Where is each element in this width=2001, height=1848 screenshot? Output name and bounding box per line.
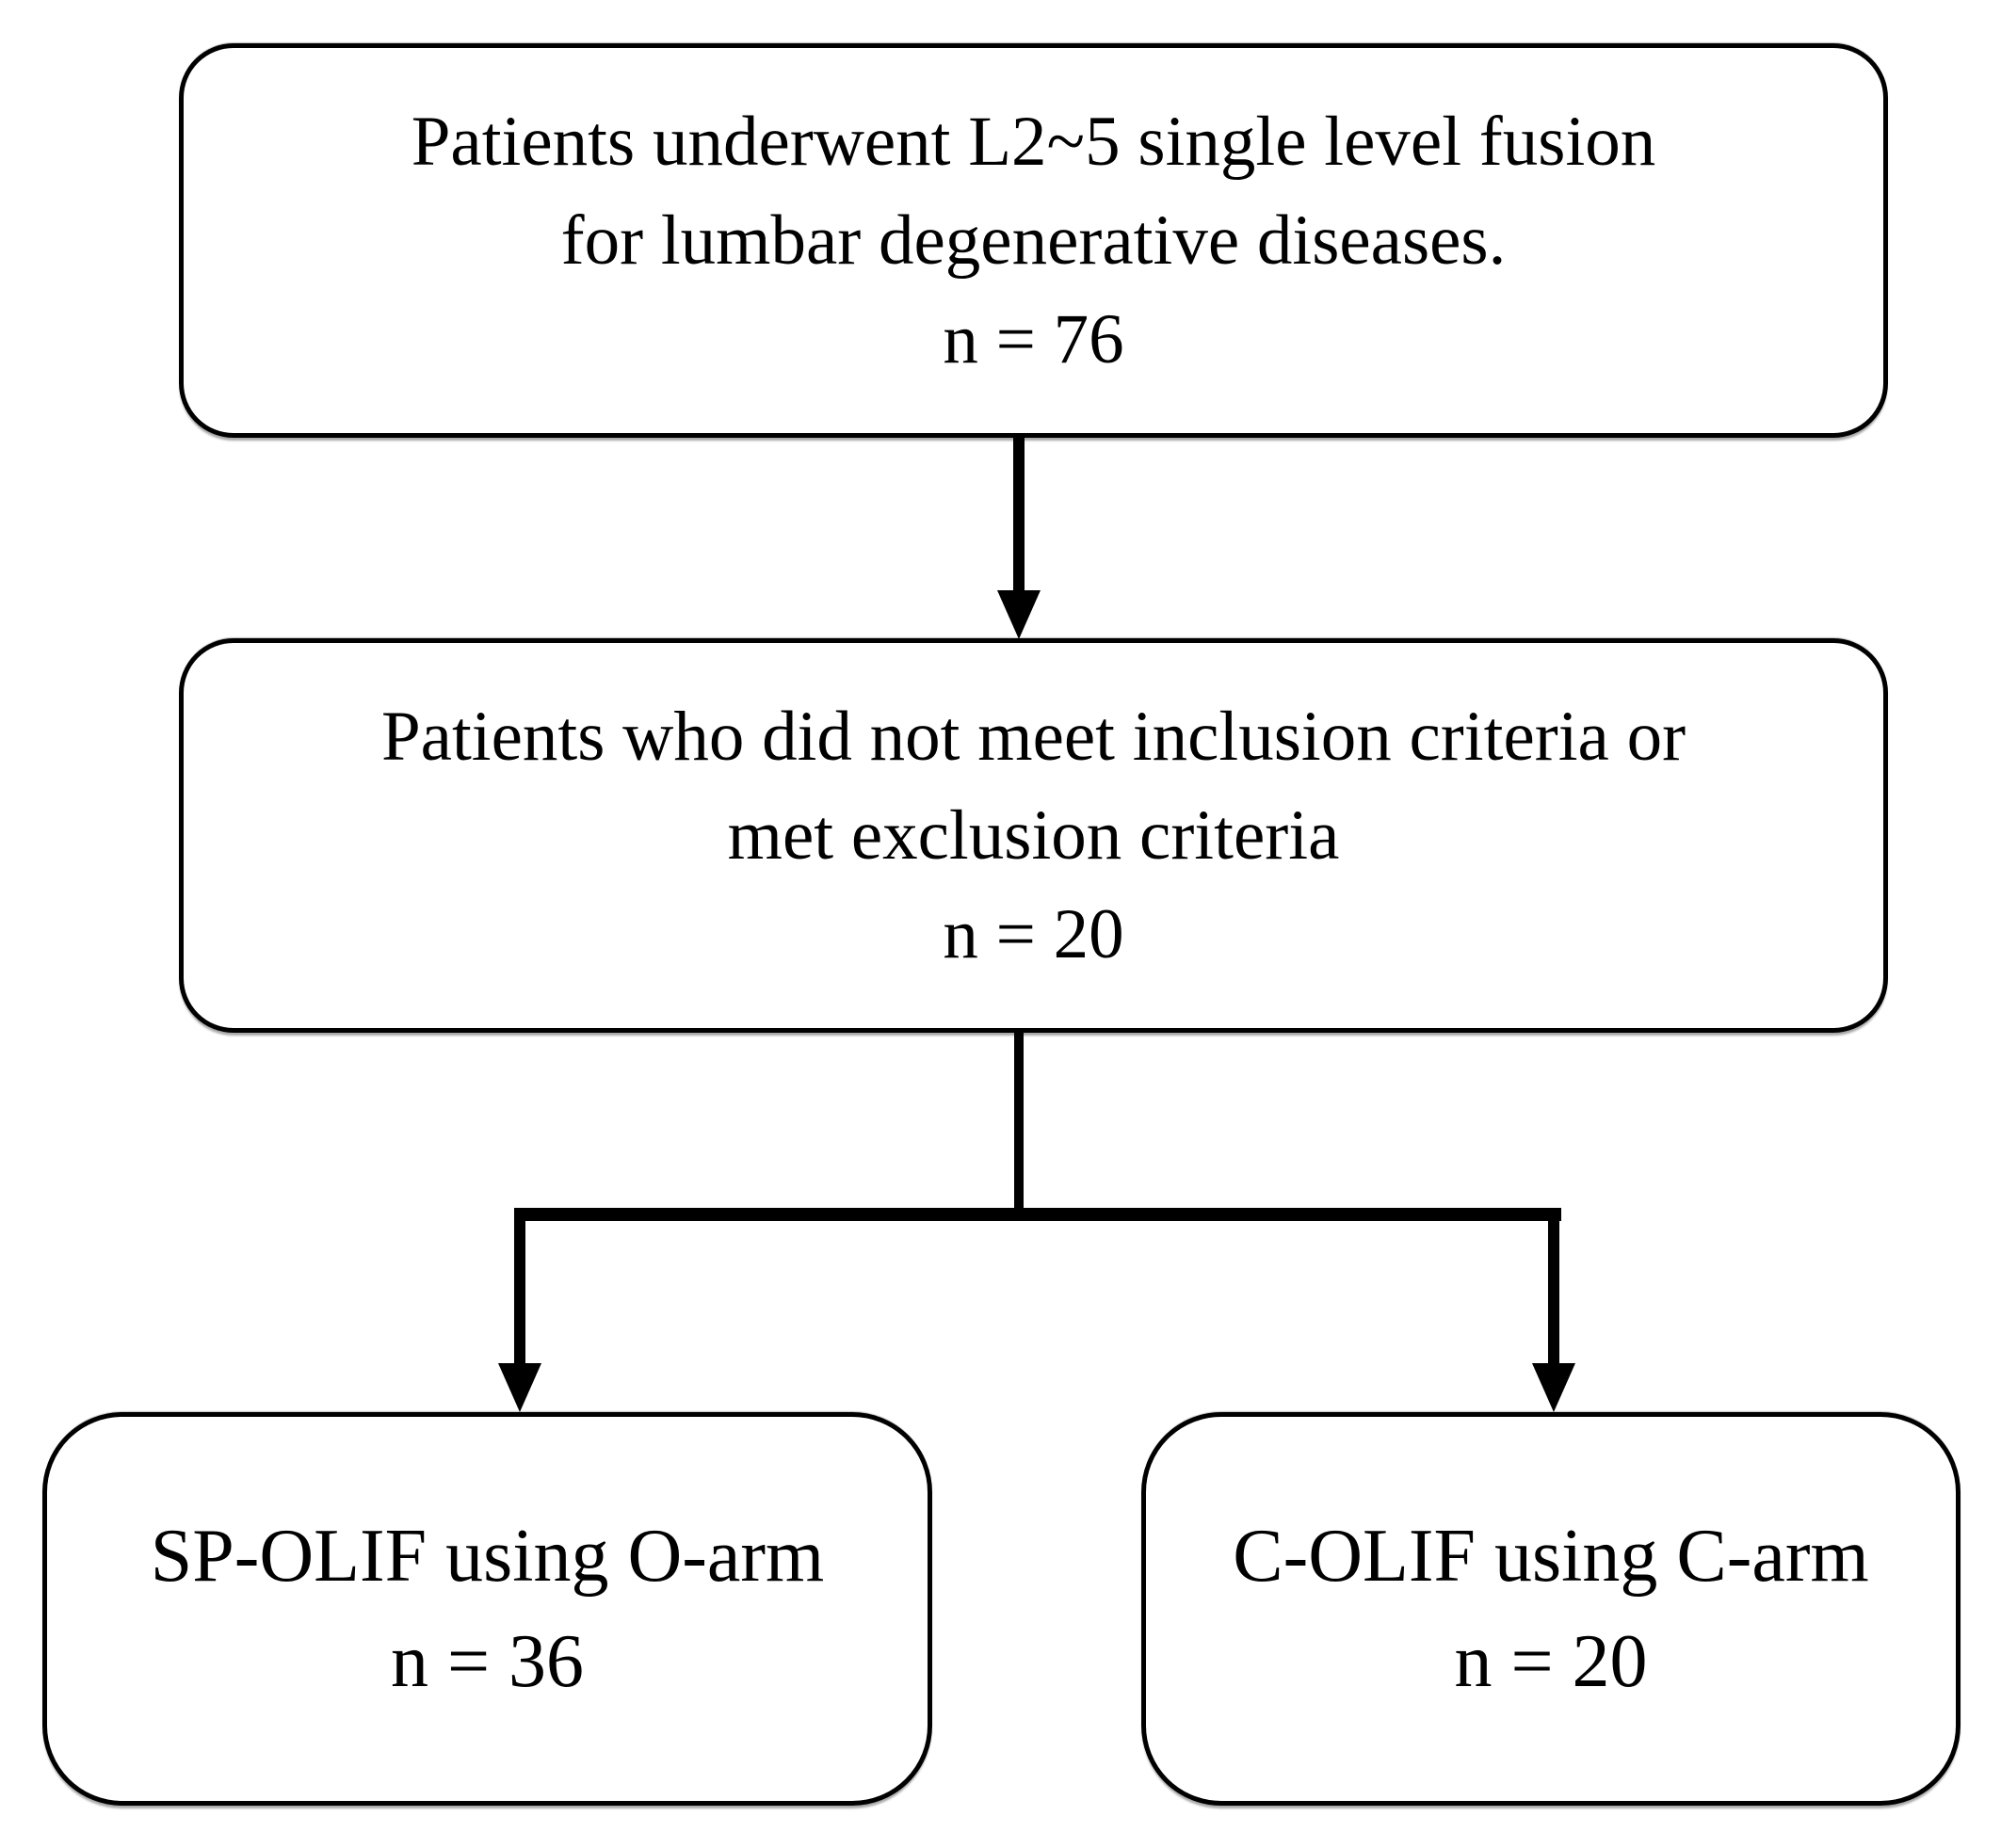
- node-exclusion: Patients who did not meet inclusion crit…: [179, 638, 1888, 1033]
- node-text-line: Patients who did not meet inclusion crit…: [380, 698, 1686, 776]
- node-text-line: n = 76: [943, 300, 1124, 378]
- node-text-line: for lumbar degenerative diseases.: [560, 201, 1507, 280]
- arrowhead-down-icon: [1532, 1363, 1575, 1412]
- node-text-line: SP-OLIF using O-arm: [150, 1515, 825, 1598]
- connector-split-bar: [514, 1208, 1561, 1221]
- node-fusion-patients: Patients underwent L2~5 single level fus…: [179, 43, 1888, 438]
- node-c-olif-group: C-OLIF using C-arm n = 20: [1141, 1412, 1961, 1806]
- connector-top-to-middle: [1013, 438, 1025, 592]
- connector-to-c-olif: [1548, 1208, 1559, 1365]
- node-text-line: Patients underwent L2~5 single level fus…: [411, 103, 1656, 181]
- node-text-line: n = 36: [390, 1620, 585, 1703]
- connector-to-sp-olif: [514, 1208, 525, 1365]
- arrowhead-down-icon: [997, 590, 1041, 639]
- node-text-line: C-OLIF using C-arm: [1233, 1515, 1869, 1598]
- arrowhead-down-icon: [498, 1363, 541, 1412]
- node-text-line: n = 20: [943, 895, 1124, 973]
- connector-middle-stub: [1014, 1033, 1024, 1215]
- node-text-line: met exclusion criteria: [727, 796, 1340, 875]
- node-text-line: n = 20: [1454, 1620, 1648, 1703]
- node-sp-olif-group: SP-OLIF using O-arm n = 36: [42, 1412, 932, 1806]
